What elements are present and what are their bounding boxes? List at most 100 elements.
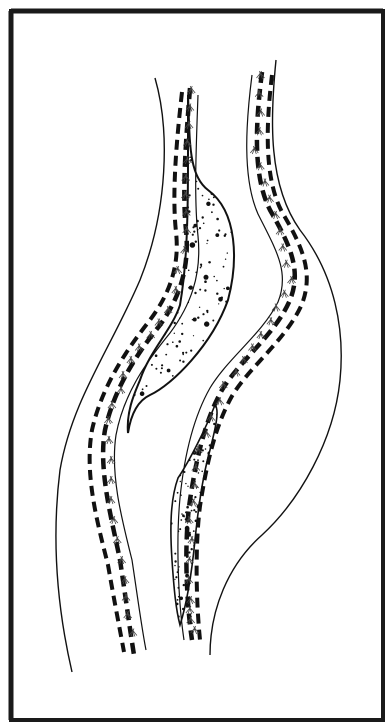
stipple-dot [222, 396, 224, 398]
stipple-dot [185, 185, 187, 187]
stipple-dot [180, 481, 181, 482]
stipple-dot [214, 435, 218, 439]
stipple-dot [198, 434, 200, 436]
stipple-dot [219, 471, 221, 473]
stipple-dot [167, 369, 171, 373]
stipple-dot [216, 517, 217, 518]
stipple-dot [177, 391, 179, 393]
stipple-dot [224, 374, 226, 376]
stipple-dot [167, 407, 169, 409]
stipple-dot [193, 318, 197, 322]
stipple-dot [171, 431, 172, 432]
stipple-dot [170, 410, 172, 412]
stipple-dot [211, 138, 213, 140]
stipple-dot [206, 563, 208, 565]
stipple-dot [156, 293, 158, 295]
stipple-dot [200, 120, 202, 122]
stipple-dot [143, 106, 146, 109]
stipple-dot [140, 391, 145, 396]
stipple-dot [238, 412, 240, 414]
stipple-dot [135, 167, 136, 168]
stipple-dot [212, 103, 214, 105]
stipple-dot [171, 584, 173, 586]
stipple-dot [188, 415, 189, 416]
stipple-dot [131, 306, 133, 308]
stipple-dot [215, 568, 218, 571]
stipple-dot [134, 212, 136, 214]
stipple-dot [193, 530, 195, 532]
stipple-dot [132, 114, 134, 116]
stipple-dot [220, 348, 222, 350]
stipple-dot [155, 354, 158, 357]
stipple-dot [199, 289, 201, 291]
stipple-dot [187, 411, 190, 414]
stipple-dot [164, 222, 169, 227]
stipple-dot [206, 498, 208, 500]
stipple-dot [233, 197, 235, 199]
stipple-dot [213, 533, 215, 535]
stipple-dot [152, 258, 155, 261]
stipple-dot [181, 229, 184, 232]
stipple-dot [185, 352, 187, 354]
stipple-dot [154, 396, 155, 397]
stipple-dot [236, 148, 237, 149]
stipple-dot [176, 402, 178, 404]
stipple-dot [142, 409, 144, 411]
stipple-dot [215, 100, 217, 102]
stipple-dot [154, 414, 155, 415]
stipple-dot [168, 322, 169, 323]
stipple-dot [204, 619, 206, 621]
stipple-dot [201, 95, 203, 97]
stipple-dot [208, 148, 210, 150]
stipple-dot [203, 550, 205, 552]
stipple-dot [160, 255, 161, 256]
stipple-dot [171, 403, 173, 405]
stipple-dot [171, 170, 172, 171]
stipple-dot [186, 381, 188, 383]
stipple-dot [181, 413, 186, 418]
stipple-dot [198, 579, 200, 581]
stipple-dot [193, 459, 195, 461]
stipple-dot [146, 411, 148, 413]
stipple-dot [141, 292, 143, 294]
stipple-dot [203, 371, 207, 375]
stipple-dot [194, 292, 196, 294]
stipple-dot [168, 437, 170, 439]
stipple-dot [208, 131, 210, 133]
stipple-dot [211, 340, 213, 342]
stipple-dot [174, 560, 176, 562]
stipple-dot [191, 592, 194, 595]
stipple-dot [194, 496, 196, 498]
stipple-dot [213, 457, 215, 459]
stipple-dot [171, 599, 173, 601]
stipple-dot [202, 416, 204, 418]
stipple-dot [179, 360, 181, 362]
stipple-dot [192, 421, 194, 423]
stipple-dot [186, 377, 187, 378]
stipple-dot [226, 416, 229, 419]
stipple-dot [134, 194, 136, 196]
stipple-dot [173, 612, 175, 614]
stipple-dot [201, 572, 203, 574]
stipple-dot [134, 143, 136, 145]
stipple-dot [214, 468, 216, 470]
stipple-dot [124, 201, 126, 203]
stipple-dot [212, 467, 214, 469]
stipple-dot [202, 216, 204, 218]
stipple-dot [182, 420, 184, 422]
stipple-dot [231, 111, 233, 113]
stipple-dot [175, 120, 177, 122]
stipple-dot [182, 361, 184, 363]
stipple-dot [164, 228, 166, 230]
stipple-dot [210, 564, 212, 566]
stipple-dot [181, 513, 183, 515]
stipple-dot [169, 440, 171, 442]
grass-tuft [105, 436, 113, 444]
stipple-dot [217, 345, 220, 348]
stipple-dot [180, 233, 183, 236]
stipple-dot [199, 514, 201, 516]
stipple-dot [165, 271, 167, 273]
stipple-dot [163, 211, 168, 216]
stipple-dot [195, 511, 197, 513]
stipple-dot [181, 419, 183, 421]
